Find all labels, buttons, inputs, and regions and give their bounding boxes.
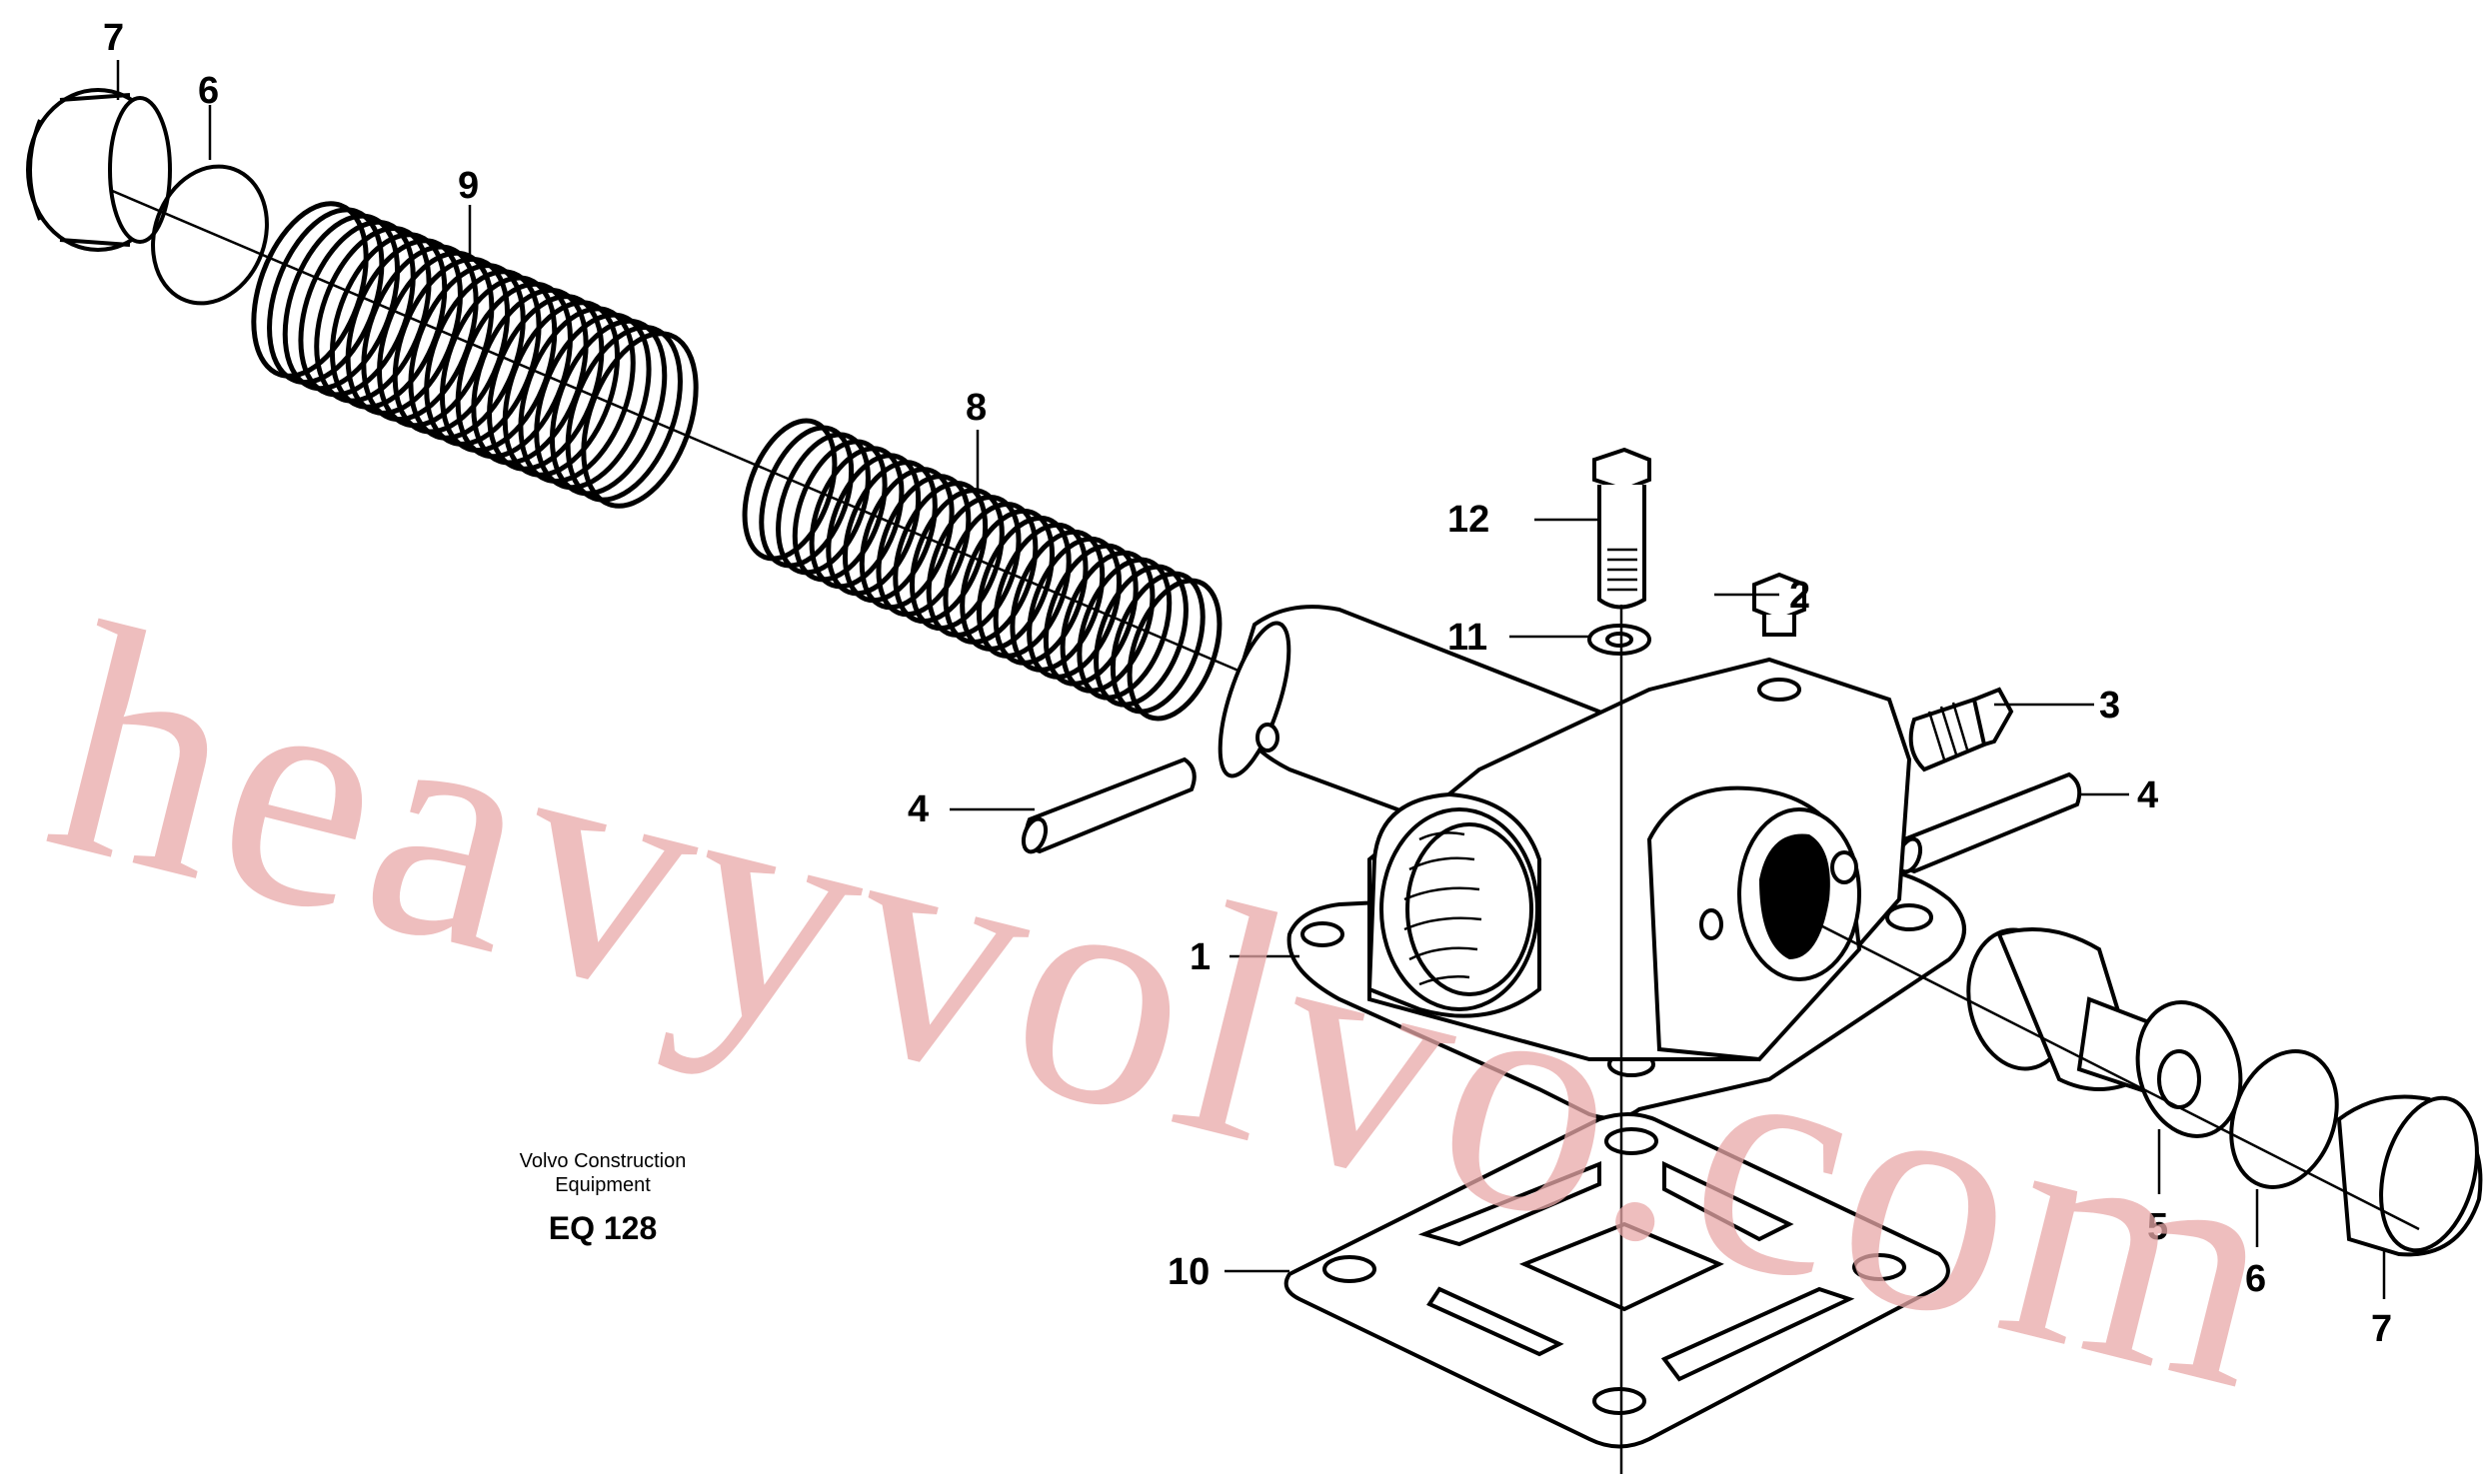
spring-coil: [518, 306, 636, 484]
spring-coil: [809, 446, 905, 590]
spring-coil: [960, 508, 1056, 652]
callout-labels: 7 6 9 8 12 2 11 3 4 4 1 5 6 7 10: [103, 17, 2392, 1350]
callout-11: 11: [1447, 617, 1487, 659]
spring-coil: [549, 318, 668, 497]
part-9-large-spring: [251, 201, 699, 509]
part-11-washer: [1587, 624, 1651, 656]
callout-7-left: 7: [103, 17, 124, 59]
callout-8: 8: [966, 387, 987, 429]
spring-coil: [581, 331, 699, 509]
part-5-piston: [1966, 927, 2243, 1138]
spring-coil: [565, 325, 683, 503]
spring-coil: [742, 418, 838, 562]
caption-code: EQ 128: [549, 1210, 658, 1246]
part-7-cap-left: [26, 88, 172, 252]
spring-coil: [859, 467, 955, 611]
spring-coil: [776, 432, 871, 576]
spring-coil: [1010, 529, 1106, 673]
spring-coil: [502, 300, 621, 478]
callout-6-left: 6: [198, 70, 219, 112]
axis-line-right: [1768, 897, 2420, 1231]
spring-coil: [759, 425, 855, 569]
spring-coil: [993, 522, 1089, 666]
spring-coil: [1043, 543, 1139, 687]
callout-6-right: 6: [2245, 1258, 2266, 1300]
part-4-pin-right: [1895, 771, 2082, 874]
callout-3: 3: [2099, 685, 2120, 727]
part-1-valve-body: [1286, 657, 1966, 1120]
spring-coil: [1127, 578, 1223, 722]
spring-coil: [1077, 557, 1173, 701]
callout-4-left: 4: [908, 788, 929, 830]
spring-coil: [826, 453, 922, 597]
diagram-caption: Volvo Construction Equipment EQ 128: [520, 1150, 687, 1246]
spring-coil: [1060, 550, 1156, 694]
part-3-screw-plug: [1908, 687, 2014, 772]
part-7-cap-right: [2336, 1094, 2483, 1257]
callout-12: 12: [1447, 499, 1489, 541]
spring-coil: [876, 474, 972, 618]
callout-4-right: 4: [2137, 774, 2158, 816]
spring-coil: [926, 494, 1022, 639]
callout-5: 5: [2147, 1206, 2168, 1248]
spring-coil: [976, 515, 1072, 659]
part-2-plug: [1752, 572, 1806, 637]
spring-coil: [534, 312, 652, 491]
spring-coil: [792, 439, 888, 583]
callout-1: 1: [1190, 936, 1211, 978]
spring-coil: [842, 460, 938, 604]
spring-coil: [1110, 571, 1206, 715]
spring-coil: [893, 481, 989, 625]
callout-10: 10: [1168, 1251, 1210, 1293]
part-6-oring-right: [2229, 1049, 2339, 1189]
callout-7-right: 7: [2371, 1308, 2392, 1350]
spring-coil: [1027, 536, 1123, 680]
leader-lines: [116, 60, 2386, 1299]
caption-company: Volvo Construction: [520, 1150, 687, 1172]
callout-9: 9: [458, 165, 479, 207]
spring-coil: [909, 488, 1005, 632]
part-8-small-spring: [742, 418, 1223, 722]
part-4-pin-left: [1021, 756, 1197, 854]
spring-coil: [1094, 564, 1189, 708]
part-12-bolt: [1592, 447, 1651, 610]
callout-2: 2: [1789, 575, 1810, 617]
part-10-gasket: [1283, 1112, 1950, 1449]
spring-coil: [943, 501, 1039, 646]
caption-company-line2: Equipment: [555, 1174, 651, 1196]
